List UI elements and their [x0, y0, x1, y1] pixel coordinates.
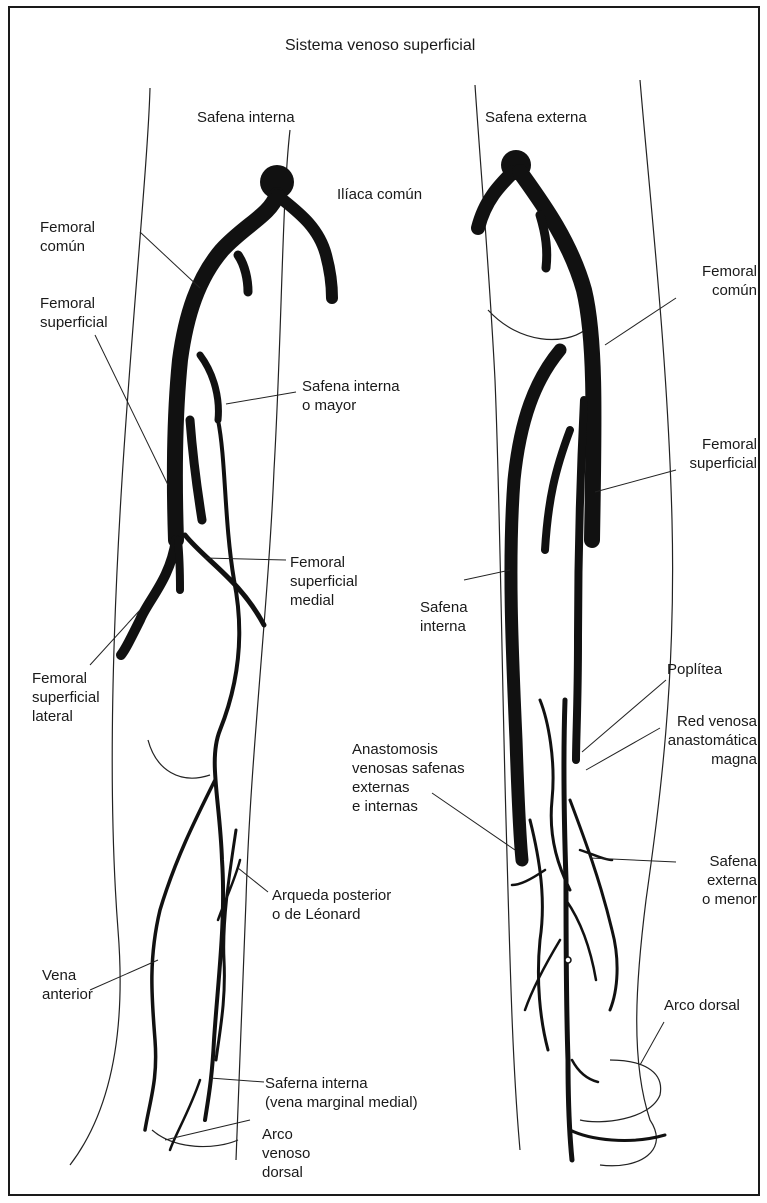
label-anastomosis: Anastomosis venosas safenas externas e i… [352, 740, 465, 816]
veins [121, 150, 665, 1160]
left-heading: Safena interna [197, 108, 295, 127]
label-safena-externa-menor: Safena externa o menor [702, 852, 757, 909]
label-arqueda-posterior: Arqueda posterior o de Léonard [272, 886, 391, 924]
label-saferna-interna-marginal: Saferna interna (vena marginal medial) [265, 1074, 418, 1112]
label-femoral-superficial-lateral: Femoral superficial lateral [32, 669, 100, 726]
label-femoral-comun-right: Femoral común [702, 262, 757, 300]
leg-outlines [70, 80, 673, 1166]
right-heading: Safena externa [485, 108, 587, 127]
label-poplitea: Poplítea [667, 660, 722, 679]
label-vena-anterior: Vena anterior [42, 966, 93, 1004]
label-femoral-superficial-medial: Femoral superficial medial [290, 553, 358, 610]
label-femoral-superficial-left: Femoral superficial [40, 294, 108, 332]
label-arco-dorsal: Arco dorsal [664, 996, 740, 1015]
label-red-venosa: Red venosa anastomática magna [668, 712, 757, 769]
label-femoral-superficial-right: Femoral superficial [689, 435, 757, 473]
label-safena-interna-right: Safena interna [420, 598, 468, 636]
figure-title: Sistema venoso superficial [285, 36, 475, 55]
label-femoral-comun-left: Femoral común [40, 218, 95, 256]
label-arco-venoso-dorsal: Arco venoso dorsal [262, 1125, 310, 1182]
label-safena-interna-mayor: Safena interna o mayor [302, 377, 400, 415]
label-iliaca-comun: Ilíaca común [337, 185, 422, 204]
